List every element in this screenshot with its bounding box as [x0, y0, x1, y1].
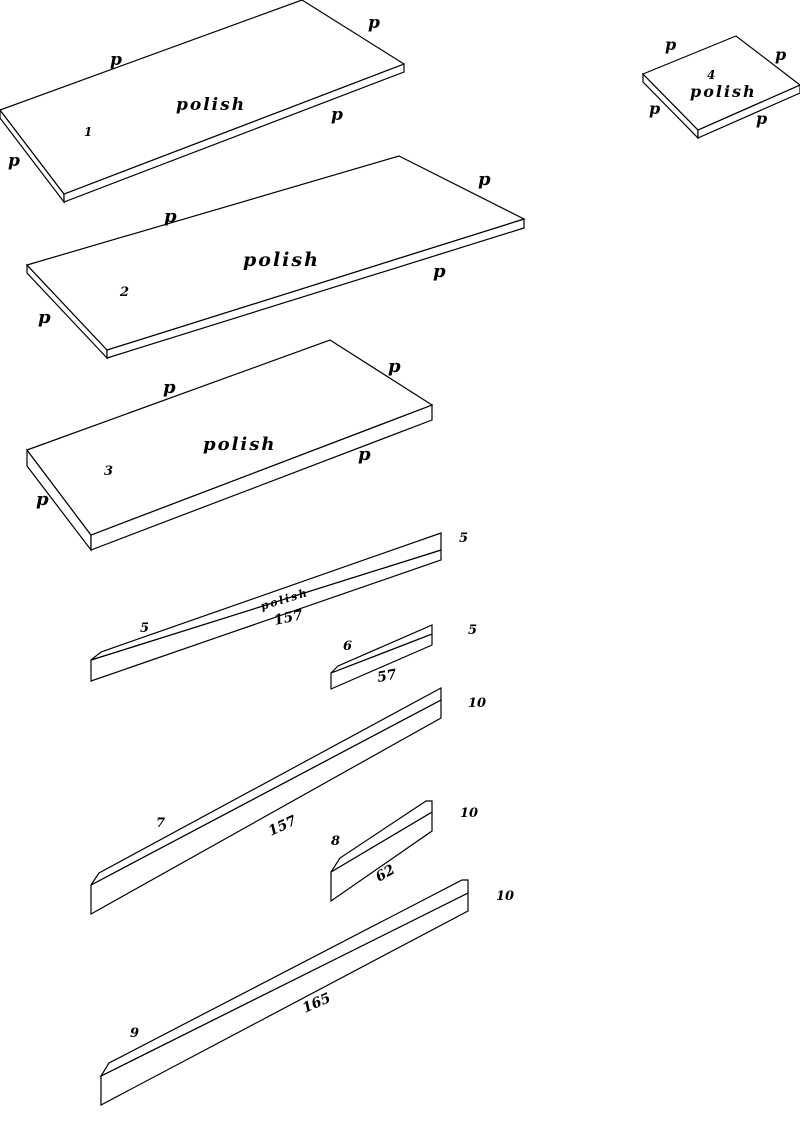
panel-2: p p p p polish 2 — [25, 155, 526, 360]
panel-2-edge-mark-left: p — [38, 307, 51, 328]
panel-4-edge-mark-back: p — [665, 35, 676, 54]
panel-3-edge-mark-front: p — [358, 444, 371, 465]
strip-7-length: 157 — [266, 813, 299, 840]
panel-3-edge-mark-left: p — [36, 489, 49, 510]
strip-5-height: 5 — [459, 531, 468, 546]
panel-2-edge-mark-front: p — [433, 261, 446, 282]
panel-3-edge-mark-back: p — [163, 377, 176, 398]
strip-5-number: 5 — [140, 621, 149, 636]
panel-4-number: 4 — [707, 68, 715, 82]
panel-4: p p p p polish 4 — [641, 35, 800, 140]
panel-3: p p p p polish 3 — [26, 339, 434, 552]
strip-9-number: 9 — [130, 1026, 139, 1041]
panel-1-edge-mark-back: p — [110, 50, 122, 70]
strip-6-number: 6 — [343, 639, 352, 654]
panel-1-edge-mark-front: p — [331, 105, 343, 125]
panel-3-edge-mark-right: p — [388, 356, 401, 377]
panel-3-number: 3 — [104, 464, 113, 479]
strip-9-height: 10 — [496, 889, 514, 904]
panel-4-edge-mark-front: p — [756, 109, 767, 128]
strip-7-height: 10 — [468, 696, 486, 711]
panel-3-finish-label: polish — [203, 434, 277, 455]
panel-2-number: 2 — [119, 285, 129, 300]
panel-1-finish-label: polish — [176, 95, 246, 115]
panel-1: p p p p polish 1 — [0, 0, 406, 204]
panel-4-edge-mark-left: p — [649, 99, 660, 118]
strip-7-number: 7 — [156, 816, 165, 831]
panel-2-finish-label: polish — [243, 249, 320, 271]
panel-2-edge-mark-right: p — [478, 169, 491, 190]
strip-6-height: 5 — [468, 623, 477, 638]
strip-5: 5 5 157 polish — [90, 531, 468, 682]
strip-6: 6 5 57 — [330, 623, 477, 690]
panel-1-edge-mark-right: p — [368, 13, 380, 33]
strip-6-length: 57 — [376, 667, 398, 686]
panel-2-edge-mark-back: p — [164, 206, 177, 227]
strip-9: 9 10 165 — [99, 879, 514, 1106]
strip-8: 8 10 62 — [330, 800, 478, 903]
strip-8-height: 10 — [460, 806, 478, 821]
strip-5-length: 157 — [273, 607, 305, 629]
panel-4-finish-label: polish — [690, 82, 757, 101]
panel-1-number: 1 — [84, 125, 92, 139]
panel-1-edge-mark-left: p — [8, 151, 20, 171]
panel-4-edge-mark-right: p — [775, 45, 786, 64]
strip-8-number: 8 — [331, 834, 340, 849]
